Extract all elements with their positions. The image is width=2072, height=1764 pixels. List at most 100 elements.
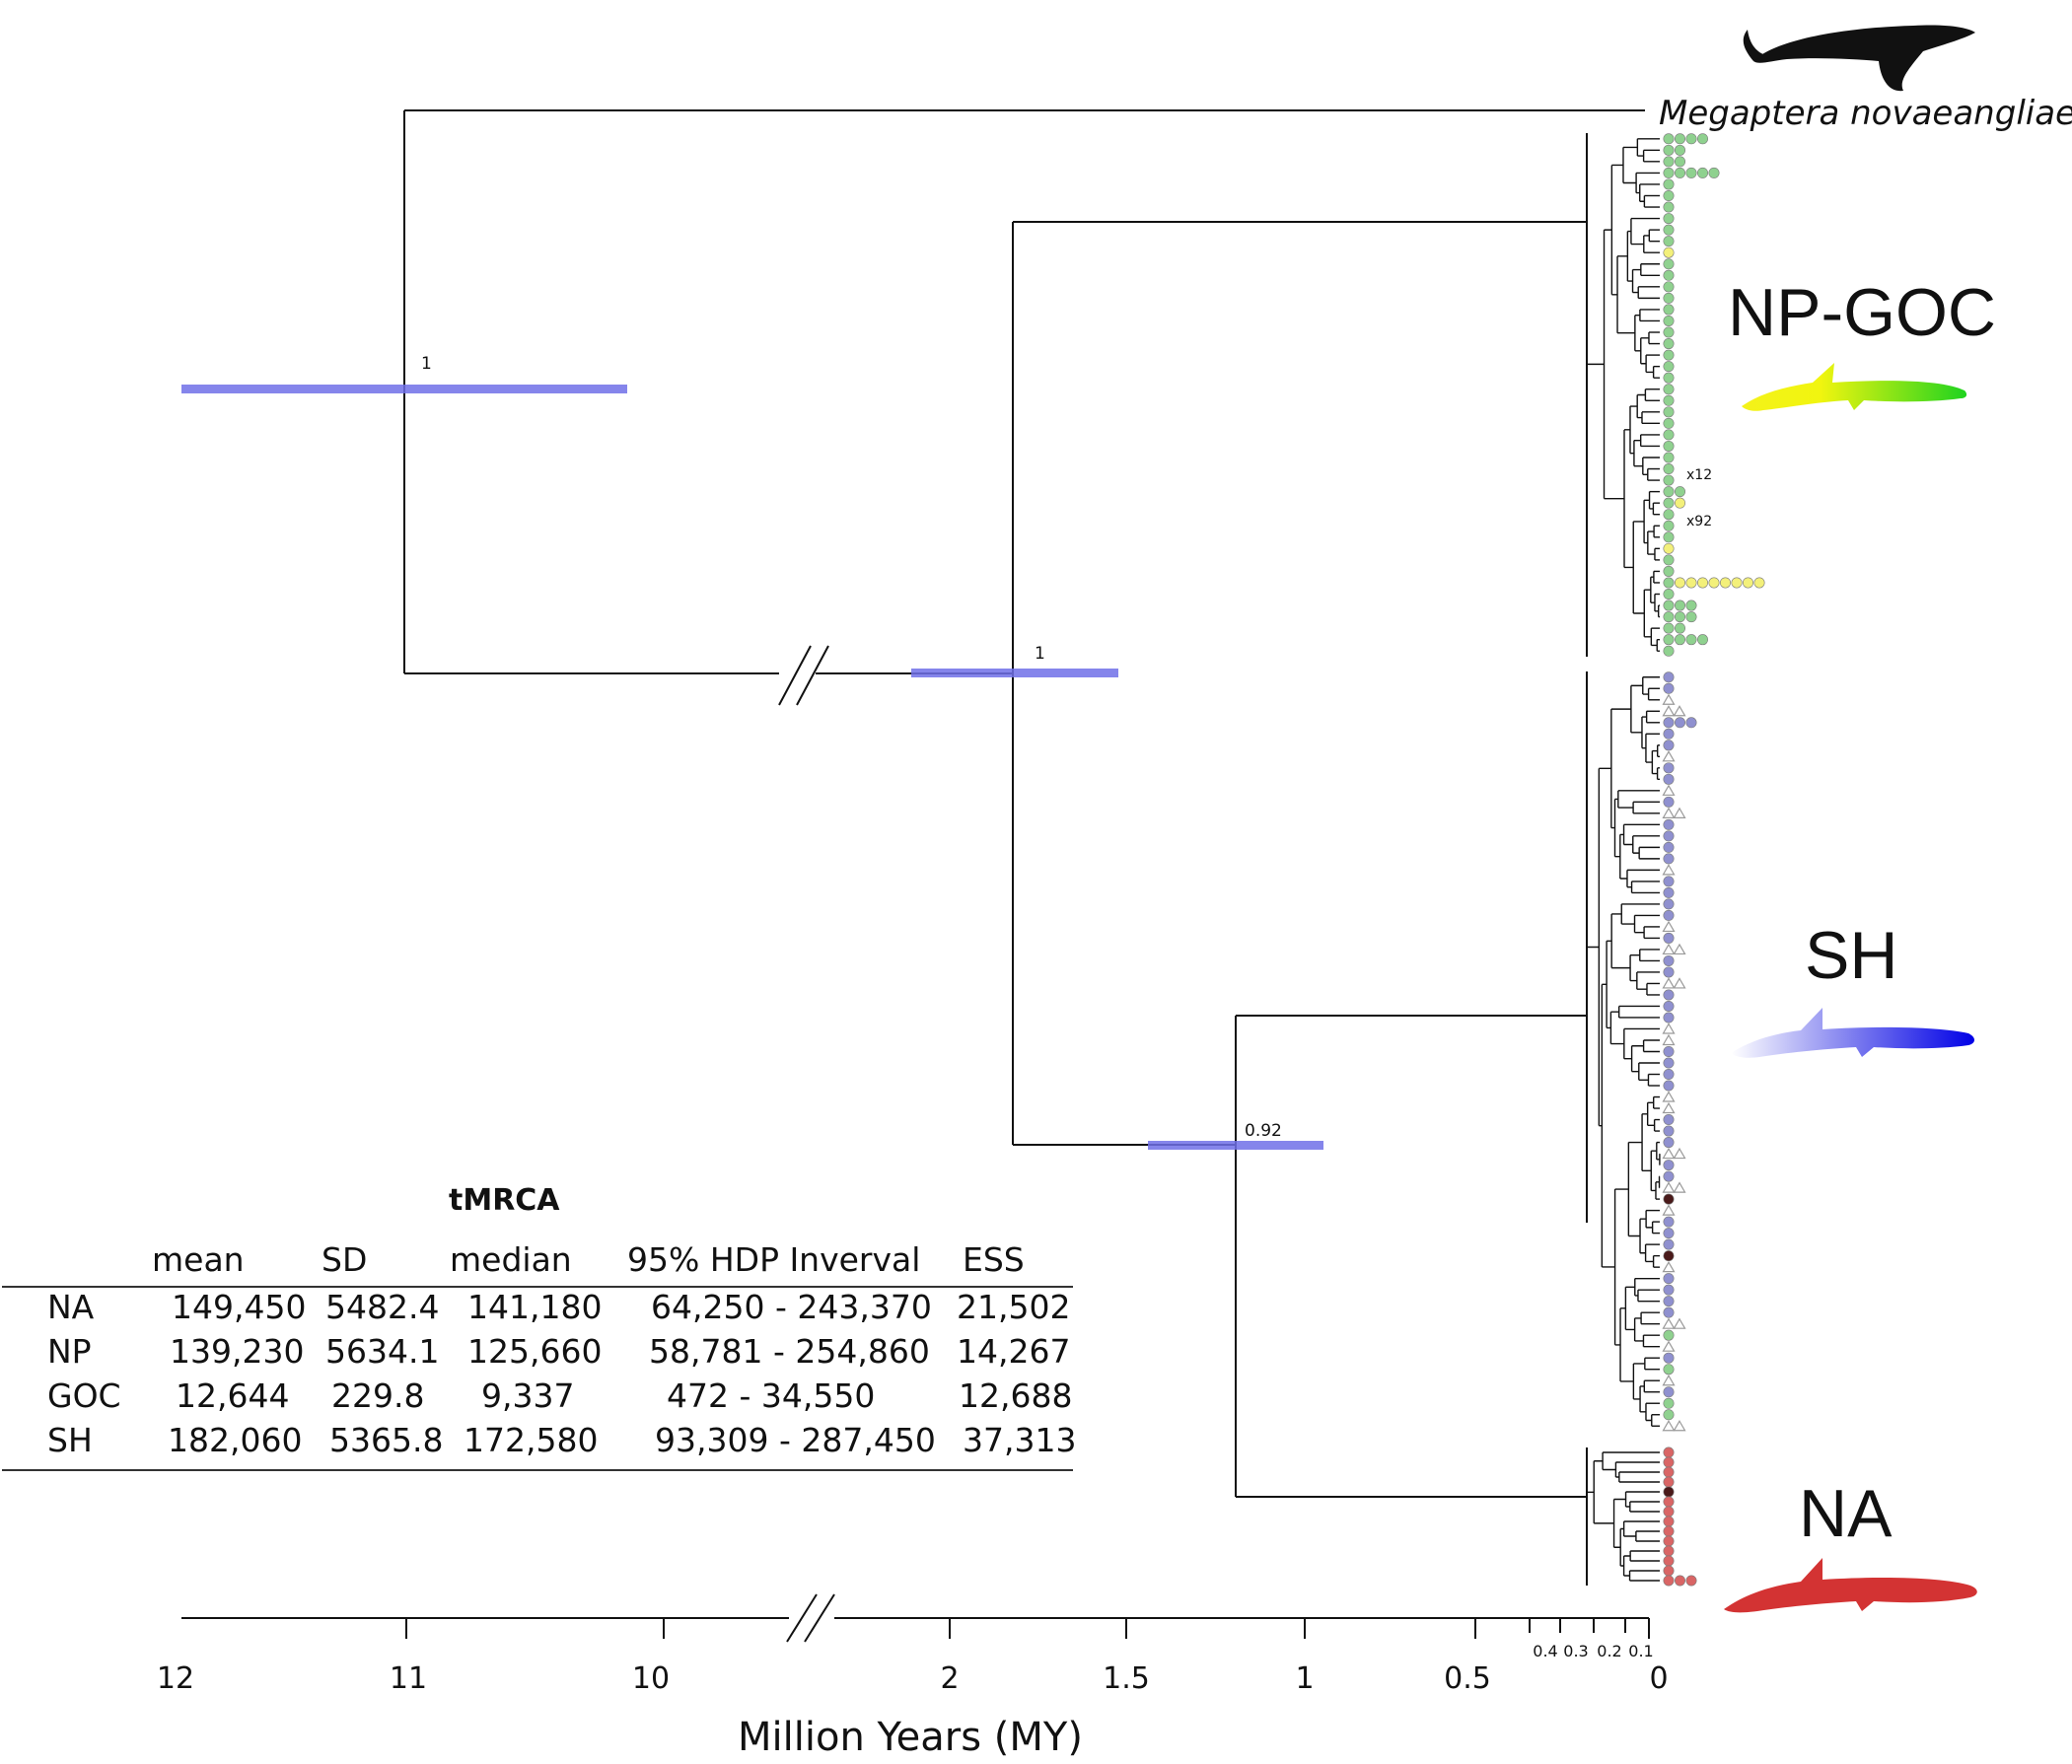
- tip-marker: [1675, 156, 1686, 168]
- hpd-bar-sh-na: [1148, 1141, 1323, 1150]
- axis-minor-tick-label: 0.3: [1563, 1642, 1588, 1660]
- tip-marker: [1663, 565, 1675, 577]
- tip-marker: [1663, 1575, 1675, 1587]
- tip-marker-triangle: [1662, 943, 1676, 955]
- tip-marker: [1663, 520, 1675, 531]
- axis-minor-tick-label: 0.1: [1628, 1642, 1653, 1660]
- axis-label: Million Years (MY): [738, 1715, 1083, 1760]
- cell-mean: 182,060: [168, 1421, 303, 1459]
- tip-marker-triangle: [1662, 920, 1676, 933]
- tip-marker: [1663, 1364, 1675, 1376]
- tip-marker: [1663, 281, 1675, 293]
- tip-marker: [1663, 932, 1675, 944]
- branch-break-icon: [778, 645, 829, 706]
- axis-tick-label: 10: [632, 1661, 670, 1696]
- tip-marker: [1663, 292, 1675, 304]
- tip-marker-triangle: [1662, 1317, 1676, 1329]
- cell-ess: 12,688: [959, 1376, 1073, 1415]
- outgroup-label: Megaptera novaeangliae: [1659, 94, 2072, 133]
- humpback-whale-icon: [1743, 25, 1975, 92]
- cell-median: 172,580: [464, 1421, 599, 1459]
- tip-marker-triangle: [1662, 1260, 1676, 1273]
- row-label: GOC: [47, 1376, 121, 1415]
- tip-marker-triangle: [1673, 1420, 1686, 1432]
- tip-marker: [1663, 372, 1675, 384]
- tip-marker: [1663, 497, 1675, 509]
- tip-marker-triangle: [1662, 750, 1676, 762]
- tip-marker: [1663, 213, 1675, 225]
- row-label: SH: [47, 1421, 93, 1459]
- tip-marker-triangle: [1673, 943, 1686, 955]
- tip-marker: [1675, 622, 1686, 634]
- axis-tick-label: 1.5: [1103, 1661, 1150, 1696]
- time-axis: [181, 1593, 1649, 1643]
- clade-label-np-goc: NP-GOC: [1728, 275, 1996, 350]
- tip-marker: [1663, 1397, 1675, 1409]
- tip-marker: [1663, 682, 1675, 694]
- tip-marker: [1663, 417, 1675, 429]
- tip-marker: [1663, 634, 1675, 646]
- cell-ess: 14,267: [957, 1332, 1071, 1371]
- axis-tick-label: 2: [940, 1661, 959, 1696]
- tip-marker: [1663, 773, 1675, 785]
- cell-ess: 21,502: [957, 1288, 1071, 1326]
- tip-marker: [1663, 1250, 1675, 1262]
- tip-marker-triangle: [1662, 705, 1676, 717]
- table-rule-top: [2, 1286, 1073, 1288]
- cell-mean: 139,230: [170, 1332, 305, 1371]
- tip-marker-triangle: [1662, 1033, 1676, 1046]
- blue-whale-icon-np-goc: [1742, 363, 1967, 411]
- header-hpd: 95% HDP Inverval: [627, 1240, 921, 1279]
- tip-marker: [1685, 634, 1697, 646]
- tip-marker: [1685, 717, 1697, 729]
- tip-marker: [1663, 1284, 1675, 1296]
- cell-sd: 5482.4: [325, 1288, 440, 1326]
- tip-marker: [1663, 509, 1675, 521]
- tip-marker: [1663, 156, 1675, 168]
- axis-tick-label: 0: [1649, 1661, 1668, 1696]
- tip-marker: [1675, 486, 1686, 498]
- tip-marker: [1663, 144, 1675, 156]
- tip-marker-triangle: [1662, 807, 1676, 818]
- tip-marker: [1663, 486, 1675, 498]
- tip-markers: [1662, 133, 1765, 1587]
- cell-hpd: 472 - 34,550: [667, 1376, 876, 1415]
- tip-marker: [1663, 1012, 1675, 1023]
- tip-marker: [1663, 474, 1675, 486]
- tip-marker: [1663, 189, 1675, 201]
- tip-marker: [1663, 463, 1675, 475]
- tip-marker: [1663, 717, 1675, 729]
- support-sh-na: 0.92: [1245, 1121, 1282, 1141]
- cell-median: 9,337: [481, 1376, 575, 1415]
- tip-marker-triangle: [1673, 1147, 1686, 1160]
- haplotype-subtree: [1587, 138, 1661, 1582]
- tip-marker: [1663, 1329, 1675, 1341]
- axis-minor-tick-label: 0.4: [1533, 1642, 1557, 1660]
- tip-marker: [1663, 1160, 1675, 1171]
- axis-ticks: [405, 1618, 1650, 1639]
- tip-marker: [1663, 1125, 1675, 1137]
- tip-marker: [1663, 1555, 1675, 1567]
- tip-marker: [1663, 1238, 1675, 1250]
- tmrca-title: tMRCA: [449, 1183, 560, 1218]
- tip-marker: [1675, 167, 1686, 178]
- tip-marker-triangle: [1662, 1181, 1676, 1193]
- cell-hpd: 93,309 - 287,450: [655, 1421, 936, 1459]
- tip-marker: [1685, 600, 1697, 611]
- tip-marker-triangle: [1662, 1023, 1676, 1034]
- tip-marker: [1685, 611, 1697, 623]
- tip-marker: [1663, 830, 1675, 842]
- tip-marker: [1663, 909, 1675, 921]
- tip-marker: [1685, 1575, 1697, 1587]
- tip-marker: [1675, 1575, 1686, 1587]
- tip-marker: [1675, 577, 1686, 589]
- tip-marker-triangle: [1673, 807, 1686, 818]
- tip-marker: [1663, 645, 1675, 657]
- cell-median: 125,660: [467, 1332, 603, 1371]
- tip-marker: [1675, 717, 1686, 729]
- tip-marker: [1663, 429, 1675, 441]
- tip-marker: [1663, 394, 1675, 406]
- row-label: NA: [47, 1288, 95, 1326]
- tip-marker: [1663, 1456, 1675, 1468]
- blue-whale-icon-na: [1724, 1558, 1977, 1613]
